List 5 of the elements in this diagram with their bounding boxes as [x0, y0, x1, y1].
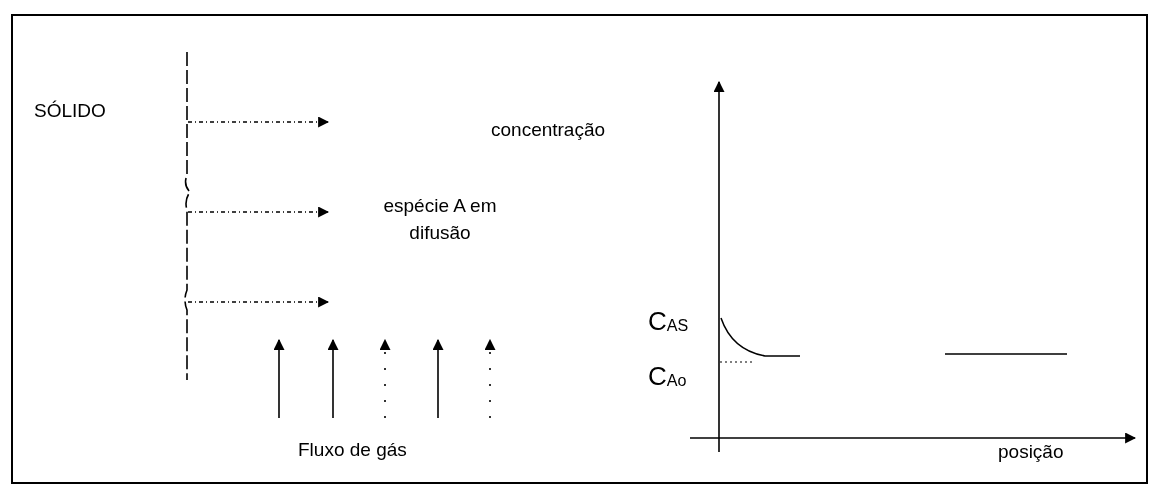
axis-title: concentração: [491, 118, 606, 141]
gas-flow-label: Fluxo de gás: [298, 438, 407, 461]
solid-label: SÓLIDO: [34, 99, 106, 122]
species-label: espécie A em difusão: [382, 194, 498, 245]
axis-title: posição: [998, 440, 1064, 463]
